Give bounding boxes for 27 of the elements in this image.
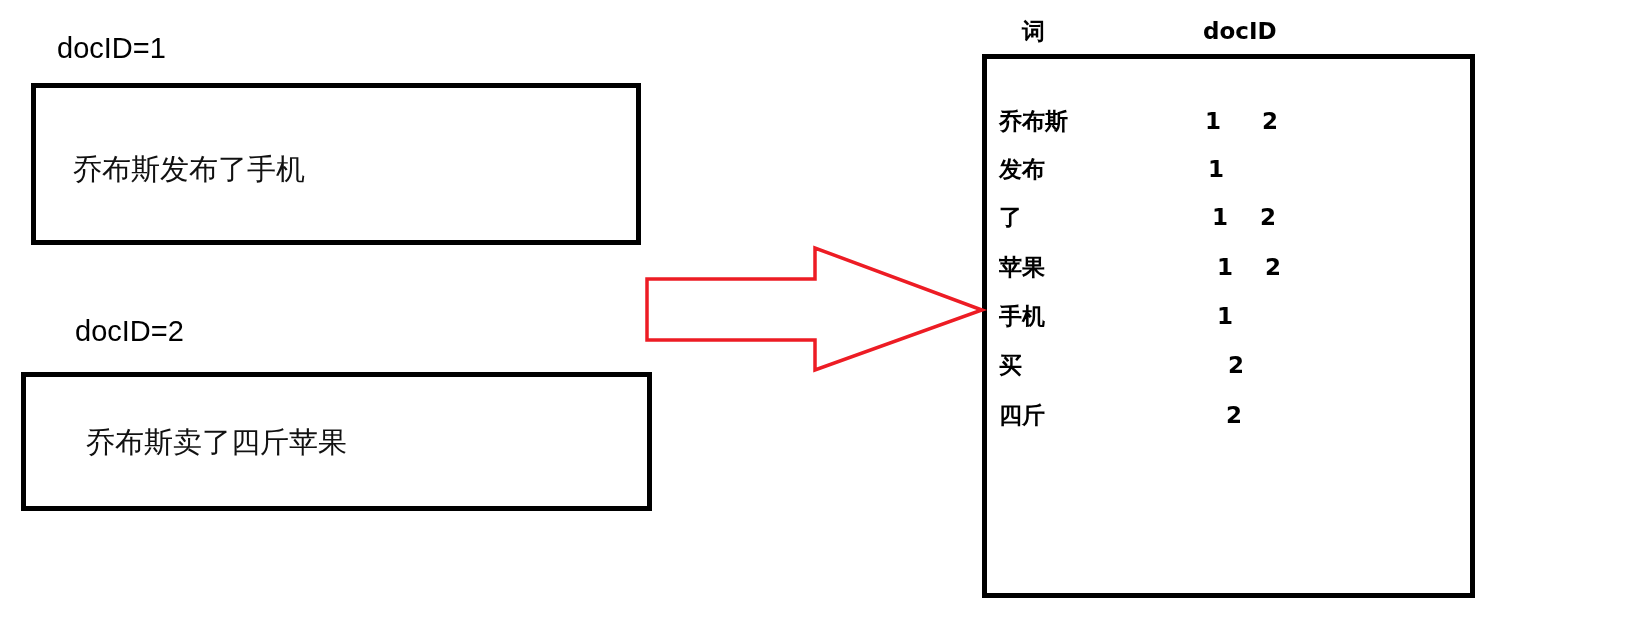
table-entry: 买 <box>999 354 1022 377</box>
table-entry: 1 <box>1205 110 1221 133</box>
table-entry: 2 <box>1228 354 1244 377</box>
doc-id-label: docID=1 <box>57 32 166 65</box>
doc-id-label: docID=2 <box>75 315 184 348</box>
document-box <box>21 372 652 511</box>
table-entry: 2 <box>1226 404 1242 427</box>
document-text: 乔布斯发布了手机 <box>73 151 305 188</box>
table-entry: 1 <box>1208 158 1224 181</box>
document-text: 乔布斯卖了四斤苹果 <box>86 424 347 461</box>
column-header: 词 <box>1022 20 1045 43</box>
document-box <box>31 83 641 245</box>
column-header: docID <box>1203 20 1277 43</box>
table-entry: 1 <box>1212 206 1228 229</box>
table-entry: 手机 <box>999 305 1045 328</box>
table-entry: 2 <box>1265 256 1281 279</box>
table-entry: 了 <box>999 206 1022 229</box>
table-entry: 2 <box>1262 110 1278 133</box>
block-arrow <box>645 245 988 373</box>
table-entry: 1 <box>1217 305 1233 328</box>
table-entry: 苹果 <box>999 256 1045 279</box>
table-entry: 四斤 <box>999 404 1045 427</box>
table-entry: 乔布斯 <box>999 110 1068 133</box>
table-entry: 1 <box>1217 256 1233 279</box>
table-entry: 2 <box>1260 206 1276 229</box>
index-table-box <box>982 54 1475 598</box>
table-entry: 发布 <box>999 158 1045 181</box>
